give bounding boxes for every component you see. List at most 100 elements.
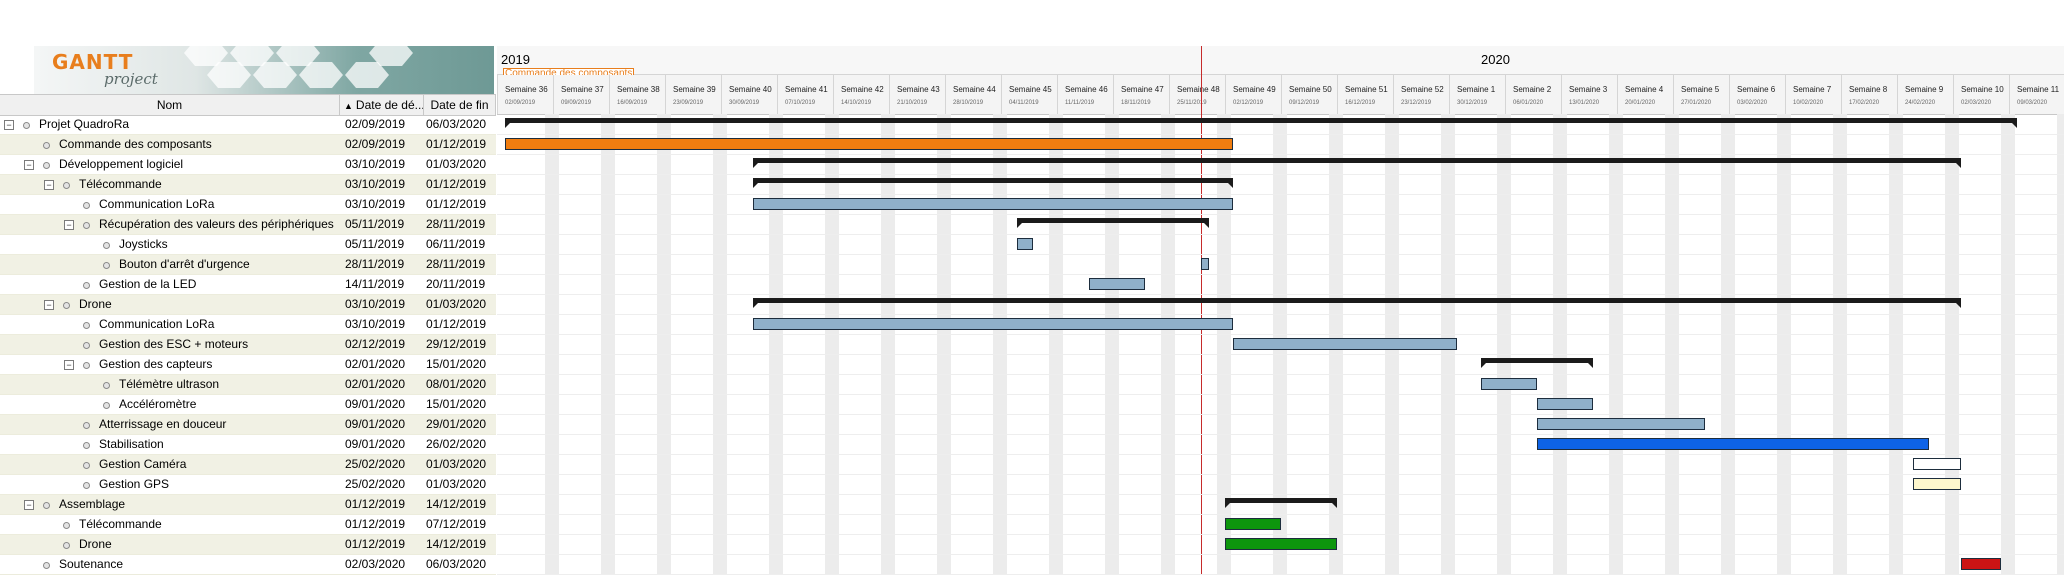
task-row[interactable]: Commande des composants 02/09/2019 01/12/2… (0, 135, 496, 155)
task-name[interactable]: Accéléromètre (119, 397, 197, 411)
task-bar[interactable] (1913, 458, 1961, 470)
task-bar[interactable] (753, 198, 1233, 210)
task-start-date[interactable]: 03/10/2019 (345, 297, 406, 311)
task-name[interactable]: Communication LoRa (99, 197, 215, 211)
task-start-date[interactable]: 25/02/2020 (345, 477, 406, 491)
task-end-date[interactable]: 28/11/2019 (426, 217, 486, 231)
task-start-date[interactable]: 02/12/2019 (345, 337, 406, 351)
summary-bar[interactable] (1225, 498, 1337, 508)
task-row[interactable]: − Gestion des capteurs 02/01/2020 15/01/202… (0, 355, 496, 375)
task-bar[interactable] (1481, 378, 1537, 390)
task-row[interactable]: Atterrissage en douceur 09/01/2020 29/01/2… (0, 415, 496, 435)
gantt-chart-area[interactable] (497, 46, 2064, 575)
task-name[interactable]: Joysticks (119, 237, 168, 251)
task-name[interactable]: Communication LoRa (99, 317, 215, 331)
task-bar[interactable] (1961, 558, 2001, 570)
task-bar[interactable] (1089, 278, 1145, 290)
task-end-date[interactable]: 26/02/2020 (426, 437, 487, 451)
task-bar[interactable] (753, 318, 1233, 330)
summary-bar[interactable] (753, 178, 1233, 188)
task-bar[interactable] (1913, 478, 1961, 490)
task-start-date[interactable]: 05/11/2019 (345, 217, 405, 231)
task-name[interactable]: Atterrissage en douceur (99, 417, 227, 431)
task-end-date[interactable]: 28/11/2019 (426, 257, 486, 271)
task-end-date[interactable]: 06/03/2020 (426, 117, 487, 131)
task-start-date[interactable]: 02/09/2019 (345, 137, 406, 151)
task-name[interactable]: Télémètre ultrason (119, 377, 220, 391)
task-end-date[interactable]: 01/03/2020 (426, 157, 487, 171)
task-row[interactable]: −Récupération des valeurs des périphériq… (0, 215, 496, 235)
task-bar[interactable] (1225, 518, 1281, 530)
collapse-toggle-icon[interactable]: − (44, 180, 54, 190)
task-start-date[interactable]: 03/10/2019 (345, 317, 406, 331)
task-name[interactable]: Gestion des capteurs (99, 357, 213, 371)
collapse-toggle-icon[interactable]: − (4, 120, 14, 130)
task-name[interactable]: Projet QuadroRa (39, 117, 130, 131)
task-bar[interactable] (1017, 238, 1033, 250)
task-end-date[interactable]: 06/03/2020 (426, 557, 487, 571)
task-name[interactable]: Gestion GPS (99, 477, 170, 491)
task-end-date[interactable]: 01/12/2019 (426, 197, 487, 211)
task-name[interactable]: Gestion de la LED (99, 277, 197, 291)
task-bar[interactable] (1201, 258, 1209, 270)
task-start-date[interactable]: 01/12/2019 (345, 497, 406, 511)
task-end-date[interactable]: 20/11/2019 (426, 277, 486, 291)
summary-bar[interactable] (753, 158, 1961, 168)
collapse-toggle-icon[interactable]: − (64, 220, 74, 230)
task-row[interactable]: Gestion de la LED 14/11/2019 20/11/2019 (0, 275, 496, 295)
task-bar[interactable] (1233, 338, 1457, 350)
summary-bar[interactable] (1017, 218, 1209, 228)
task-bar[interactable] (1225, 538, 1337, 550)
task-start-date[interactable]: 09/01/2020 (345, 397, 406, 411)
task-row[interactable]: Communication LoRa 03/10/2019 01/12/2019 (0, 315, 496, 335)
task-name[interactable]: Commande des composants (59, 137, 212, 151)
task-name[interactable]: Drone (79, 297, 112, 311)
collapse-toggle-icon[interactable]: − (24, 160, 34, 170)
column-header-name[interactable]: Nom (0, 95, 340, 115)
task-name[interactable]: Stabilisation (99, 437, 164, 451)
task-end-date[interactable]: 01/03/2020 (426, 477, 487, 491)
task-name[interactable]: Gestion des ESC + moteurs (99, 337, 249, 351)
task-name[interactable]: Soutenance (59, 557, 124, 571)
task-end-date[interactable]: 01/12/2019 (426, 177, 487, 191)
task-bar[interactable] (1537, 418, 1705, 430)
task-bar[interactable] (1537, 438, 1929, 450)
task-start-date[interactable]: 05/11/2019 (345, 237, 405, 251)
task-start-date[interactable]: 25/02/2020 (345, 457, 406, 471)
task-bar[interactable] (1537, 398, 1593, 410)
task-row[interactable]: Communication LoRa 03/10/2019 01/12/2019 (0, 195, 496, 215)
collapse-toggle-icon[interactable]: − (64, 360, 74, 370)
task-end-date[interactable]: 01/12/2019 (426, 317, 487, 331)
task-start-date[interactable]: 03/10/2019 (345, 157, 406, 171)
task-name[interactable]: Assemblage (59, 497, 126, 511)
task-start-date[interactable]: 14/11/2019 (345, 277, 405, 291)
task-name[interactable]: Bouton d'arrêt d'urgence (119, 257, 250, 271)
column-header-end-date[interactable]: Date de fin (424, 95, 496, 115)
task-start-date[interactable]: 03/10/2019 (345, 197, 406, 211)
task-end-date[interactable]: 08/01/2020 (426, 377, 487, 391)
task-name[interactable]: Télécommande (79, 517, 162, 531)
column-header-start-date[interactable]: ▲Date de dé... (340, 95, 424, 115)
task-row[interactable]: Soutenance 02/03/2020 06/03/2020 (0, 555, 496, 575)
task-end-date[interactable]: 01/03/2020 (426, 297, 487, 311)
task-bar[interactable] (505, 138, 1233, 150)
task-end-date[interactable]: 01/12/2019 (426, 137, 487, 151)
task-end-date[interactable]: 15/01/2020 (426, 357, 487, 371)
task-end-date[interactable]: 29/01/2020 (426, 417, 487, 431)
task-start-date[interactable]: 02/01/2020 (345, 357, 406, 371)
summary-bar[interactable] (1481, 358, 1593, 368)
task-start-date[interactable]: 09/01/2020 (345, 417, 406, 431)
task-start-date[interactable]: 02/03/2020 (345, 557, 406, 571)
task-name[interactable]: Gestion Caméra (99, 457, 187, 471)
